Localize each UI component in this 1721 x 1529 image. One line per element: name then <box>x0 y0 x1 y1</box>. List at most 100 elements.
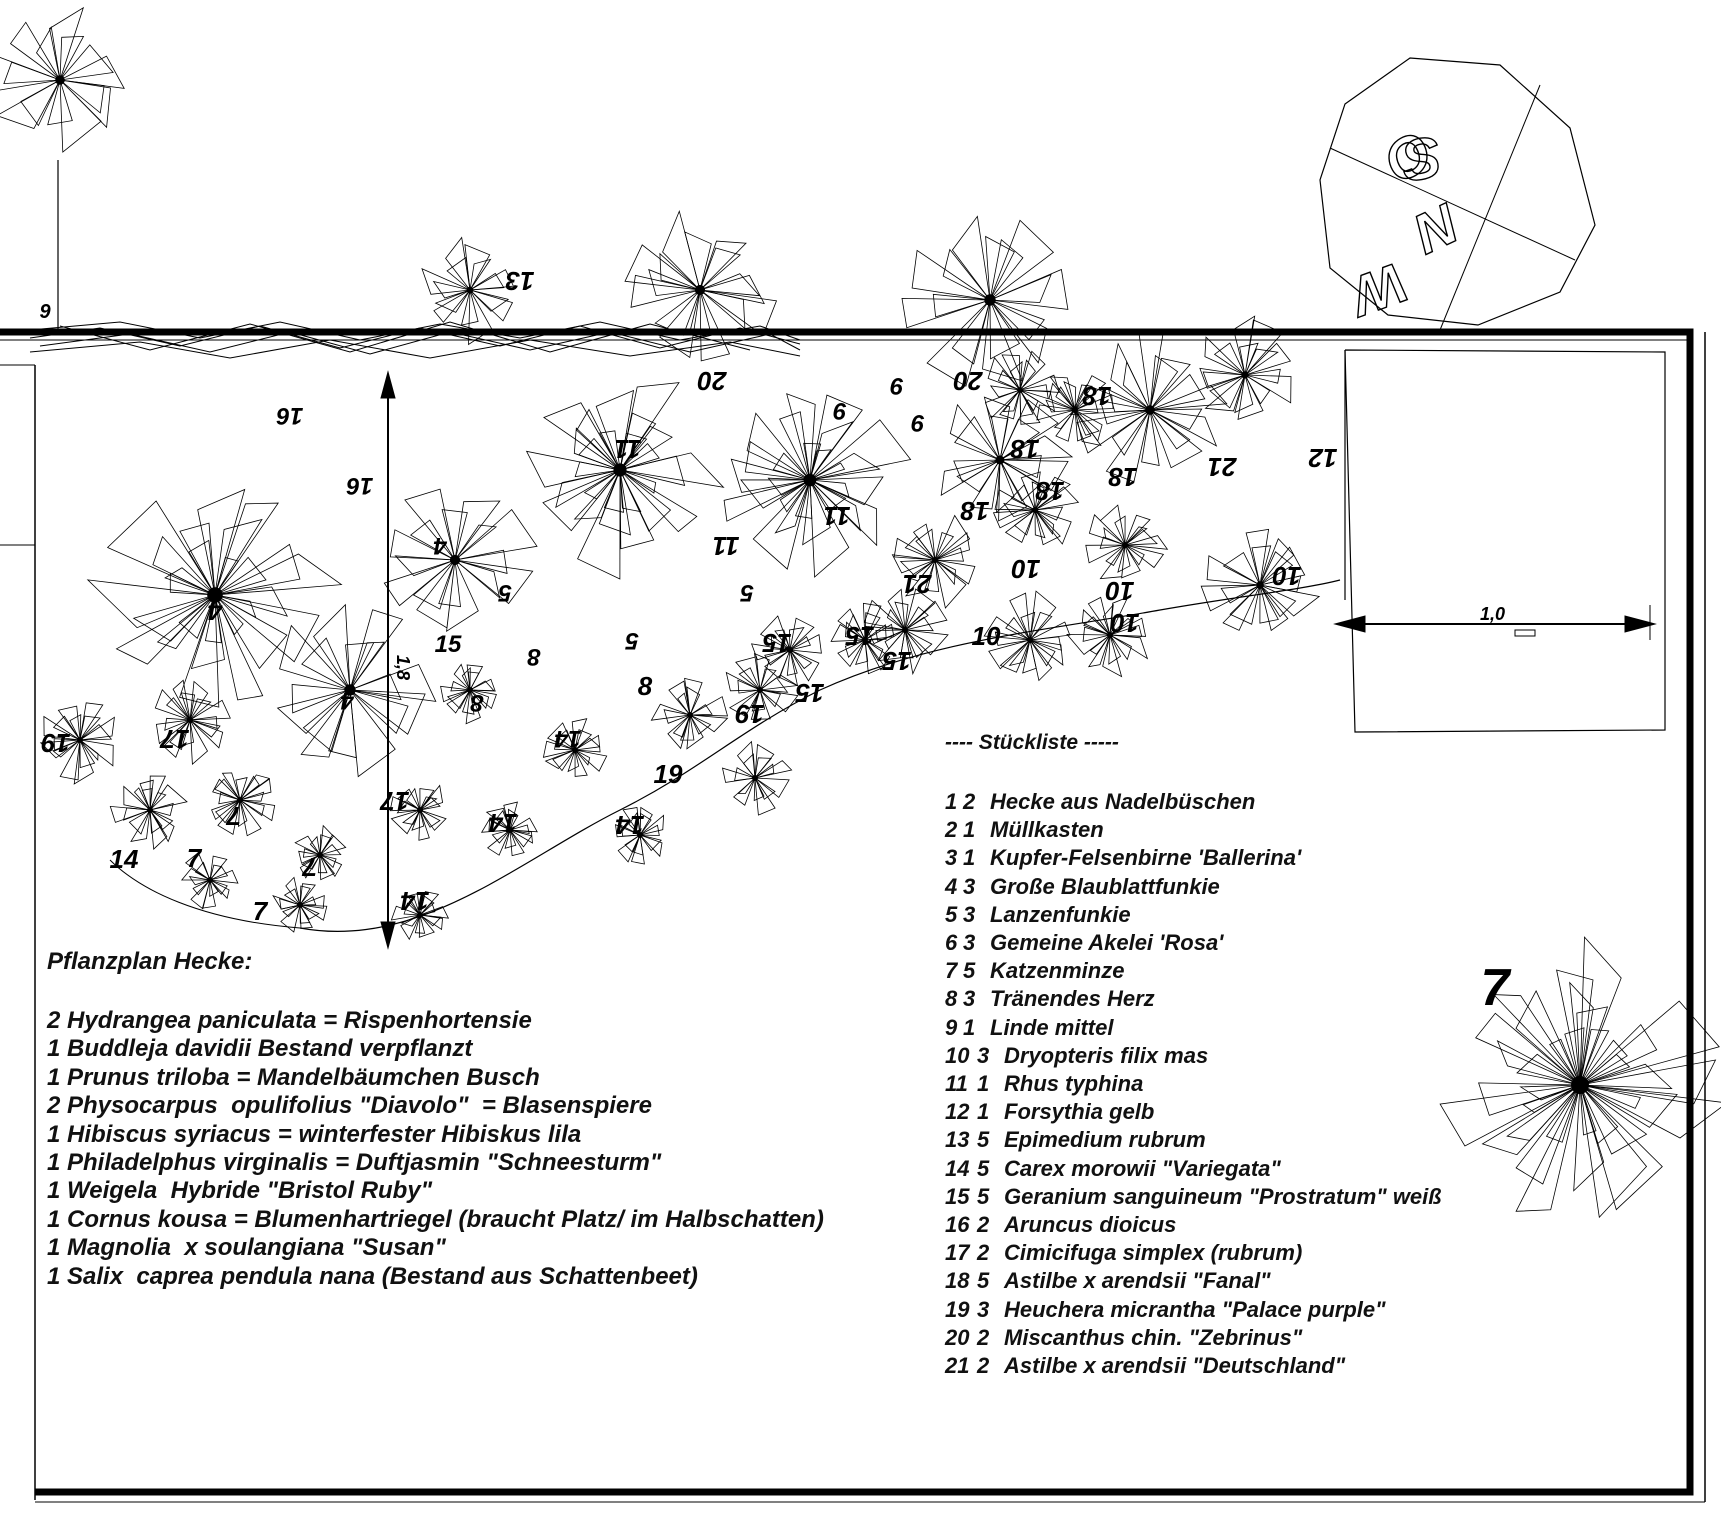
plant-number-label: 5 <box>625 627 639 654</box>
bed-border <box>0 160 1706 1503</box>
item-name: Katzenminze <box>990 958 1125 984</box>
plant-number-label: 9 <box>39 301 51 323</box>
item-name: Miscanthus chin. "Zebrinus" <box>1004 1324 1303 1350</box>
plant-number-label: 9 <box>833 397 847 424</box>
compass-west-label: W <box>1340 251 1415 330</box>
item-number: 19 <box>945 1296 970 1322</box>
plant-symbol <box>830 602 895 675</box>
plant-number-label: 7 <box>225 801 241 831</box>
item-name: Kupfer-Felsenbirne 'Ballerina' <box>990 845 1302 871</box>
plant-symbol <box>421 236 515 346</box>
item-name: Astilbe x arendsii "Fanal" <box>1004 1268 1271 1294</box>
hedge-plant-list: 2 Hydrangea paniculata = Rispenhortensie… <box>47 1007 824 1291</box>
bed-edge-curve <box>299 579 1341 932</box>
plant-number-label: 19 <box>41 728 70 758</box>
plant-symbol <box>211 772 276 837</box>
plant-symbol <box>542 718 608 777</box>
plant-symbol <box>390 891 450 941</box>
item-name: Astilbe x arendsii "Deutschland" <box>1004 1353 1346 1379</box>
plant-number-label: 21 <box>1208 452 1238 482</box>
item-number: 2 <box>945 817 958 843</box>
item-number: 16 <box>945 1212 970 1238</box>
plant-symbol <box>1439 936 1721 1219</box>
plant-number-label: 8 <box>638 671 653 701</box>
plant-symbol <box>39 702 115 785</box>
hedge-plant-item: 2 Hydrangea paniculata = Rispenhortensie <box>47 1007 532 1034</box>
plant-number-label: 10 <box>1272 561 1301 591</box>
plant-symbol <box>615 806 665 865</box>
hedge-plant-item: 1 Cornus kousa = Blumenhartriegel (brauc… <box>47 1205 824 1233</box>
plant-number-label: 12 <box>1308 443 1337 473</box>
dimension-depth: 1,8 <box>380 370 413 950</box>
plant-symbol <box>750 615 822 687</box>
plant-symbol <box>721 740 793 816</box>
item-quantity: 5 <box>977 1268 990 1294</box>
item-quantity: 1 <box>977 1099 990 1125</box>
item-number: 15 <box>945 1183 970 1209</box>
plant-number-label: 10 <box>1011 554 1040 584</box>
plant-number-label: 7 <box>1481 959 1512 1017</box>
item-quantity: 5 <box>977 1155 990 1181</box>
item-name: Cimicifuga simplex (rubrum) <box>1004 1240 1303 1266</box>
hedge-plant-item: 1 Prunus triloba = Mandelbäumchen Busch <box>47 1063 540 1091</box>
plant-symbol <box>725 652 799 720</box>
plant-number-label: 11 <box>615 434 642 464</box>
plant-number-label: 14 <box>110 844 139 874</box>
item-name: Carex morowii "Variegata" <box>1004 1155 1281 1181</box>
plant-number-label: 5 <box>740 579 754 606</box>
plant-symbol <box>109 775 188 850</box>
plant-symbol <box>86 488 343 708</box>
plant-number-label: 17 <box>379 786 409 816</box>
plant-number-label: 13 <box>505 266 534 296</box>
plant-number-label: 19 <box>654 759 683 789</box>
plant-number-label: 21 <box>903 569 933 599</box>
plant-number-label: 7 <box>187 843 203 873</box>
item-name: Gemeine Akelei 'Rosa' <box>990 930 1224 956</box>
hedge-plant-item: 1 Weigela Hybride "Bristol Ruby" <box>47 1177 433 1205</box>
compass-rose <box>1319 57 1596 331</box>
hedge-band <box>29 321 801 359</box>
item-name: Tränendes Herz <box>990 986 1155 1012</box>
plant-symbol <box>272 876 328 933</box>
plant-number-label: 16 <box>346 472 373 499</box>
hedge-plant-item: 1 Salix caprea pendula nana (Bestand aus… <box>47 1262 698 1290</box>
item-name: Dryopteris filix mas <box>1004 1042 1209 1068</box>
plant-number-label: 20 <box>697 366 727 396</box>
plant-number-label: 4 <box>340 687 354 714</box>
plant-number-label: 10 <box>972 621 1001 651</box>
stueckliste-item: 10 3 Dryopteris filix mas <box>945 1042 1442 1070</box>
plant-symbol <box>1036 375 1114 447</box>
item-name: Hecke aus Nadelbüschen <box>990 789 1256 814</box>
plan-title: Pflanzplan Hecke: <box>47 948 253 975</box>
plant-symbol <box>1066 596 1149 678</box>
item-number: 10 <box>945 1042 970 1068</box>
item-quantity: 2 <box>977 1240 990 1266</box>
plant-number-label: 18 <box>1035 476 1064 506</box>
plant-number-label: 18 <box>960 496 989 526</box>
plant-symbol <box>984 350 1060 425</box>
compass-n-label: N <box>1403 191 1468 266</box>
plant-symbol <box>154 679 231 766</box>
item-number: 11 <box>945 1071 968 1097</box>
item-quantity: 3 <box>977 1042 990 1068</box>
item-quantity: 5 <box>977 1127 990 1153</box>
plant-symbol <box>383 488 538 632</box>
item-number: 5 <box>945 901 958 927</box>
plant-number-label: 10 <box>1110 608 1139 638</box>
plant-number-label: 11 <box>713 531 740 561</box>
plant-symbol <box>650 677 729 750</box>
plant-symbol <box>983 590 1071 682</box>
item-number: 12 <box>945 1099 970 1125</box>
